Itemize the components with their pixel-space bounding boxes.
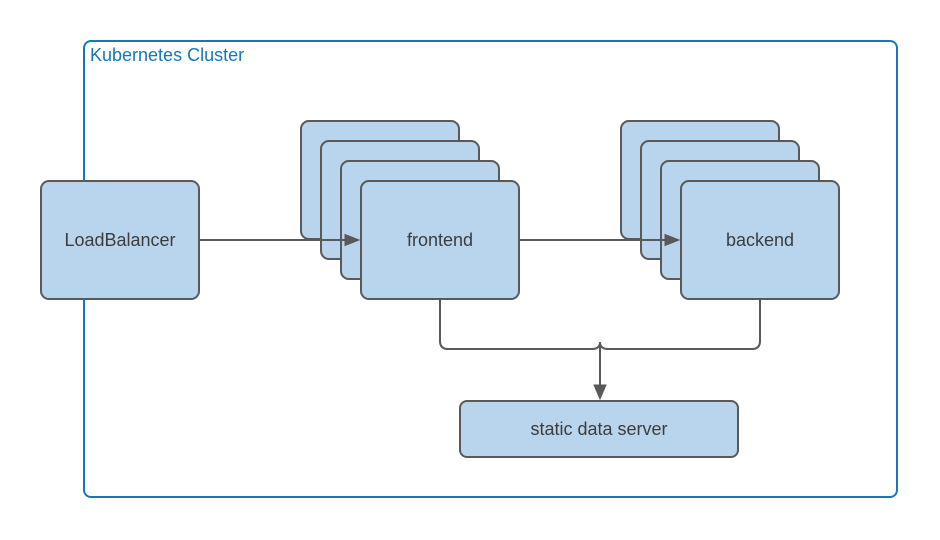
node-frontend: frontend	[360, 180, 520, 300]
node-backend-label: backend	[725, 229, 795, 250]
node-static-data-server: static data server	[459, 400, 739, 458]
node-static-data-server-label: static data server	[530, 418, 668, 439]
node-backend-stack: backend	[620, 120, 840, 300]
node-frontend-label: frontend	[406, 229, 474, 250]
cluster-label: Kubernetes Cluster	[90, 45, 245, 65]
node-loadbalancer: LoadBalancer	[40, 180, 200, 300]
node-backend: backend	[680, 180, 840, 300]
node-frontend-stack: frontend	[300, 120, 520, 300]
node-loadbalancer-label: LoadBalancer	[64, 229, 176, 250]
